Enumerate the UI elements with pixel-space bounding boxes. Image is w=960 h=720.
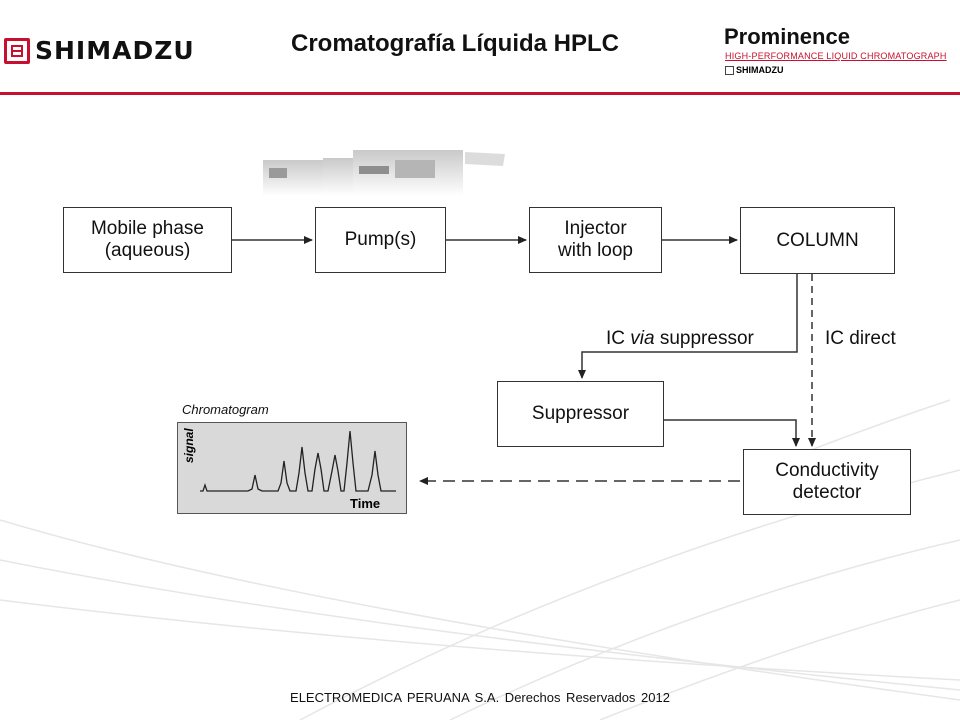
chromatogram-trace <box>200 430 396 492</box>
ic-via-italic: via <box>630 328 655 349</box>
arrow-suppressor-to-detector <box>664 419 800 447</box>
header-divider <box>0 92 960 95</box>
hplc-instrument-image <box>263 150 505 196</box>
brand-small-text: SHIMADZU <box>736 65 784 75</box>
chromatogram-panel: signal Time <box>177 422 407 514</box>
ic-direct-label: IC direct <box>825 328 896 349</box>
column-box: COLUMN <box>740 207 895 274</box>
shimadzu-small-icon <box>725 65 734 75</box>
brand-subtitle: HIGH-PERFORMANCE LIQUID CHROMATOGRAPH <box>725 51 947 61</box>
pump-box: Pump(s) <box>315 207 446 273</box>
chromatogram-x-label: Time <box>350 496 381 511</box>
ic-via-prefix: IC <box>606 328 625 349</box>
footer-text: ELECTROMEDICA PERUANA S.A. Derechos Rese… <box>290 690 670 705</box>
chromatogram-title: Chromatogram <box>182 402 269 417</box>
mobile-phase-box: Mobile phase (aqueous) <box>63 207 232 273</box>
injector-box: Injector with loop <box>529 207 662 273</box>
brand-name: Prominence <box>724 24 850 49</box>
shimadzu-logo-icon <box>4 37 30 64</box>
suppressor-box: Suppressor <box>497 381 664 447</box>
page-title: Cromatografía Líquida HPLC <box>290 30 620 57</box>
logo-text: SHIMADZU <box>35 36 195 65</box>
arrow-column-to-suppressor <box>578 274 798 379</box>
shimadzu-logo: SHIMADZU <box>4 36 195 65</box>
ic-via-suppressor-label: IC via suppressor <box>606 328 754 350</box>
chromatogram-y-label: signal <box>182 428 196 463</box>
conductivity-detector-box: Conductivity detector <box>743 449 911 515</box>
brand-small-logo: SHIMADZU <box>725 65 784 75</box>
ic-via-suffix: suppressor <box>659 328 754 349</box>
